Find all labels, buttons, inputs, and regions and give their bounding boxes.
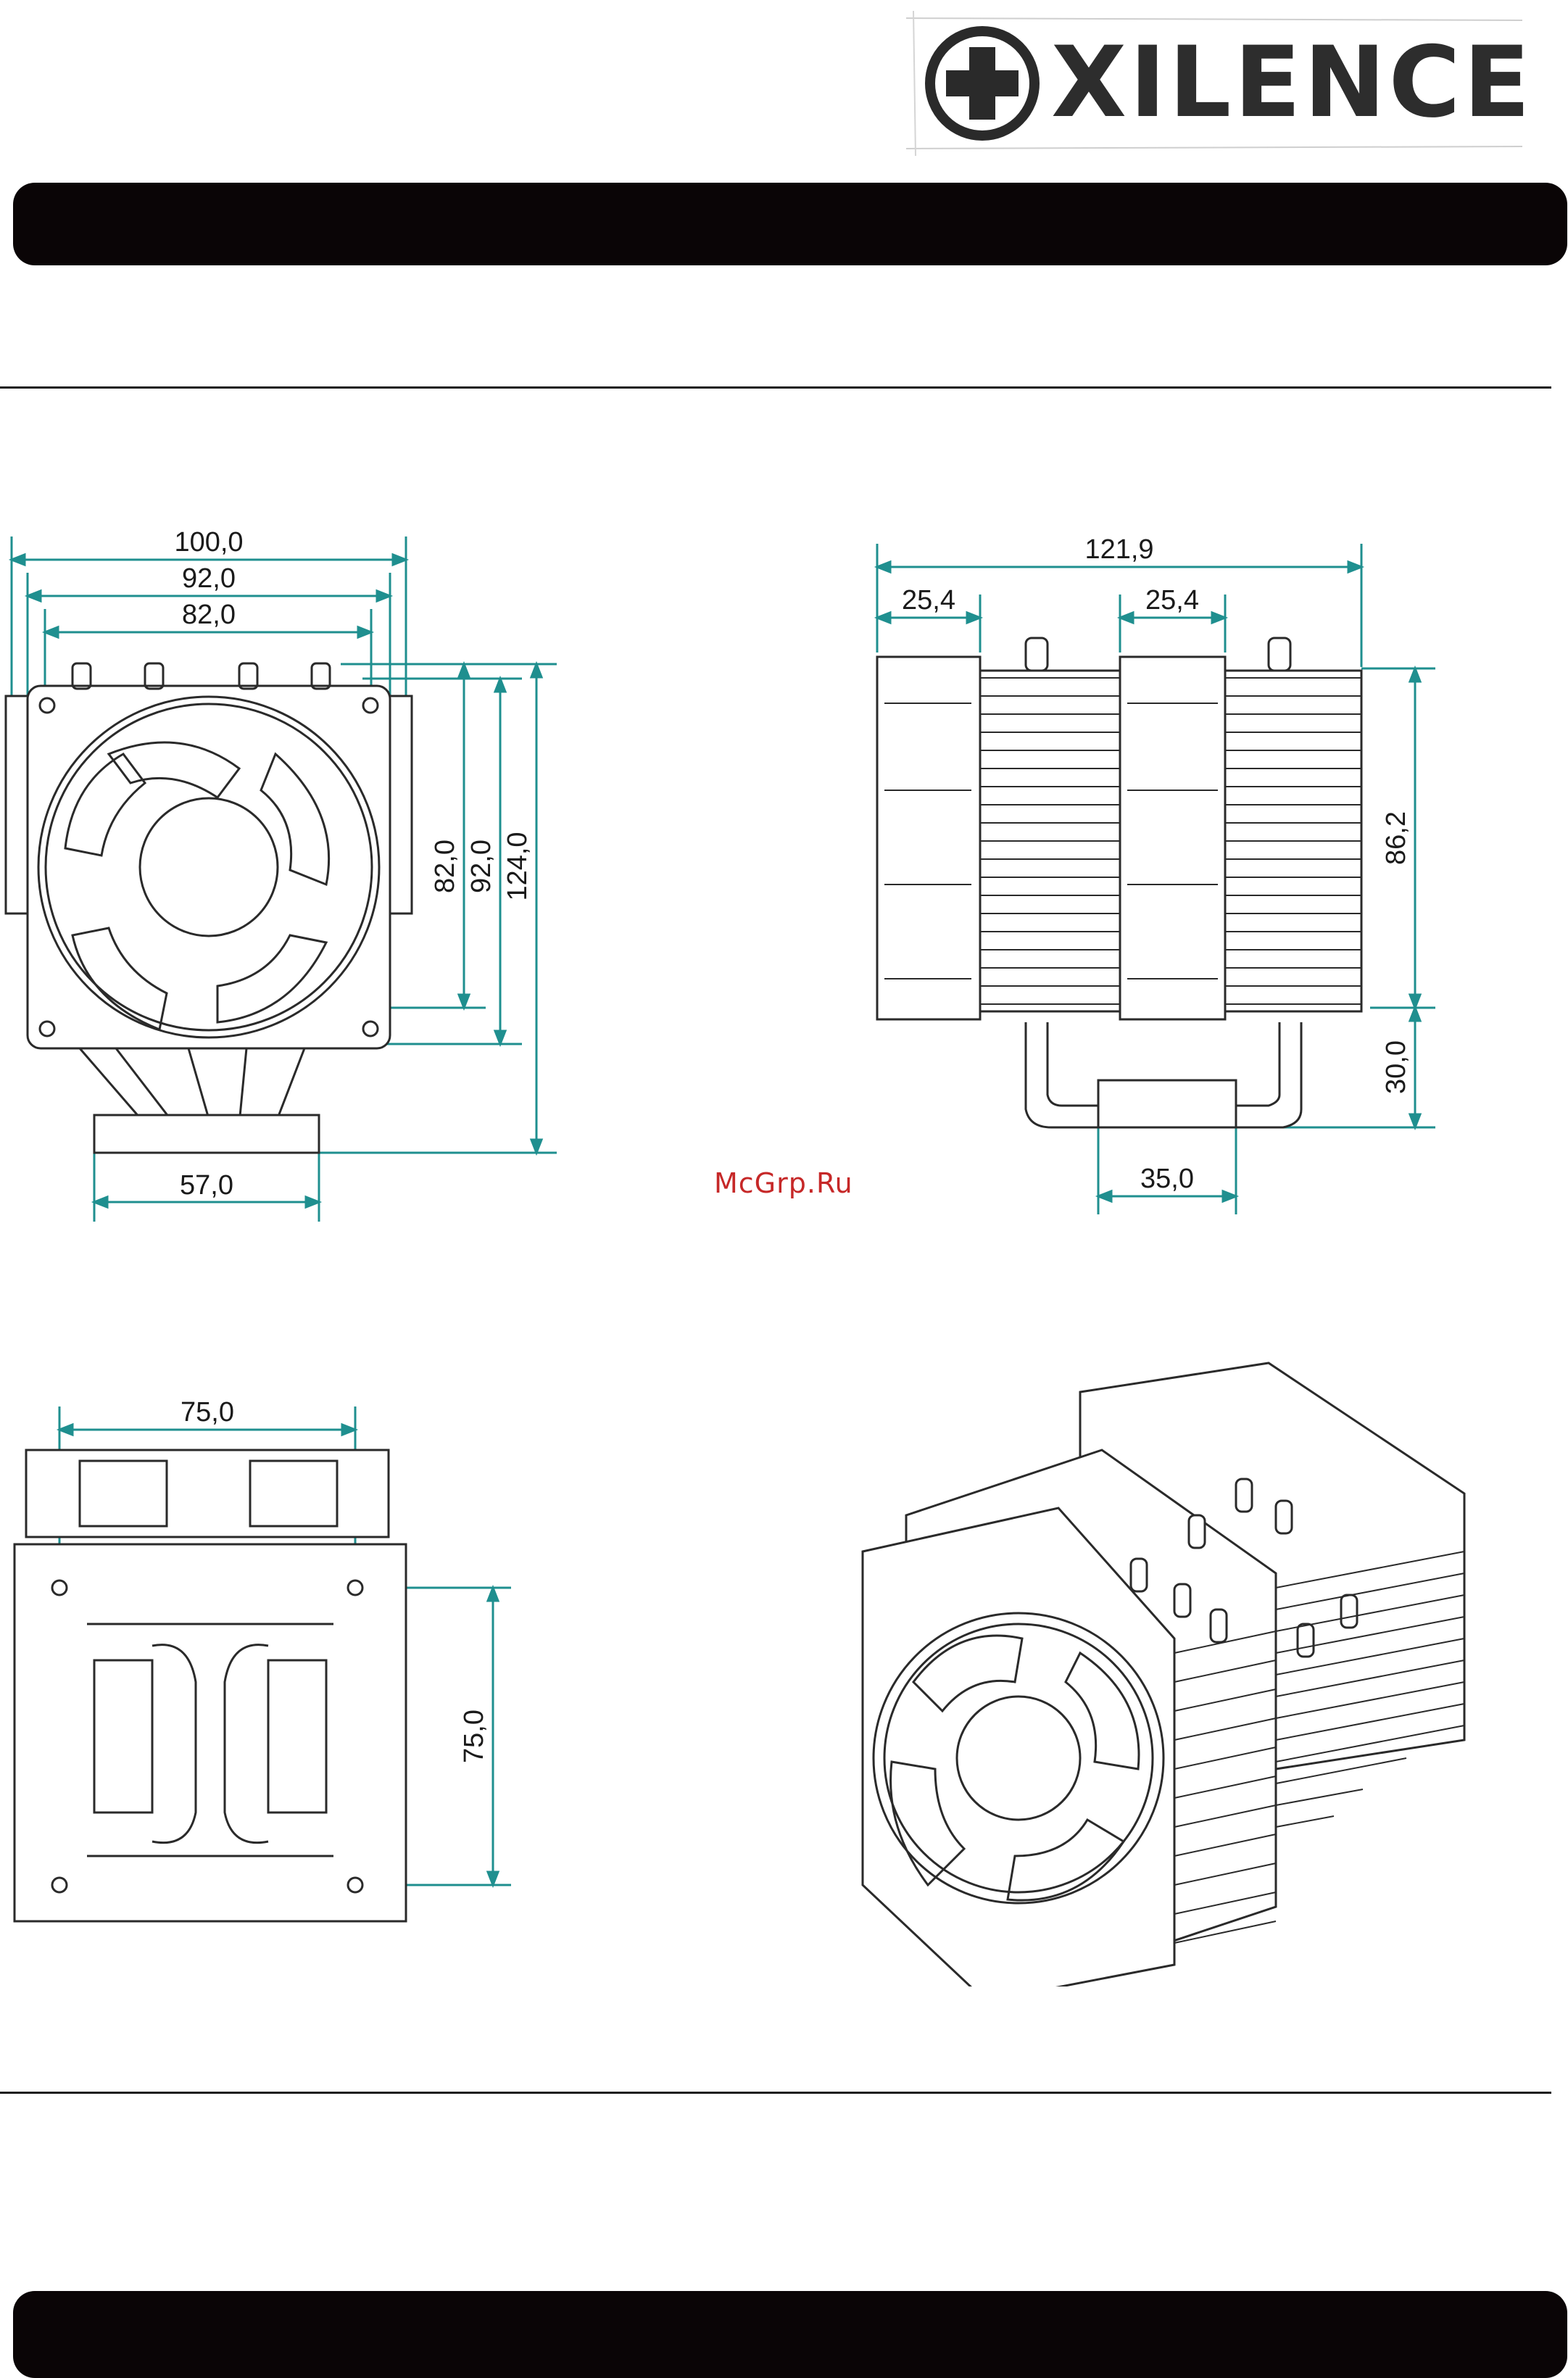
front-dim-92: 92,0 — [182, 563, 236, 594]
isometric-view-drawing — [841, 1334, 1493, 1990]
bottom-dim-75-vertical: 75,0 — [459, 1710, 489, 1763]
side-dim-86-2-vertical: 86,2 — [1381, 811, 1411, 865]
brand-logo: XILENCE — [903, 7, 1526, 160]
watermark-text: McGrp.Ru — [714, 1167, 853, 1199]
front-dim-82: 82,0 — [182, 600, 236, 630]
header-bar — [13, 183, 1567, 265]
front-dim-82-vertical: 82,0 — [430, 840, 460, 893]
front-dim-124-vertical: 124,0 — [502, 832, 533, 900]
front-cooler-outline — [6, 663, 412, 1153]
side-cooler-outline — [877, 638, 1361, 1127]
side-view-drawing: 121,9 25,4 25,4 35,0 86,2 30,0 — [863, 522, 1443, 1251]
side-dim-25-4-left: 25,4 — [902, 585, 955, 616]
front-dim-100: 100,0 — [174, 527, 243, 558]
front-dim-92-vertical: 92,0 — [466, 840, 497, 893]
bottom-cooler-outline — [14, 1450, 406, 1921]
bottom-view-drawing: 75,0 75,0 — [0, 1378, 551, 1976]
brand-wordmark: XILENCE — [1051, 25, 1526, 139]
side-dim-25-4-right: 25,4 — [1145, 585, 1199, 616]
isometric-cooler-outline — [863, 1363, 1464, 1986]
footer-bar — [13, 2291, 1567, 2378]
divider-bottom — [0, 2092, 1551, 2094]
front-view-drawing: 100,0 92,0 82,0 57,0 82,0 92,0 124,0 — [0, 508, 580, 1236]
side-dim-30-vertical: 30,0 — [1381, 1040, 1411, 1094]
side-dim-35: 35,0 — [1140, 1164, 1194, 1194]
front-dim-57: 57,0 — [180, 1170, 233, 1201]
divider-top — [0, 386, 1551, 389]
side-dim-121-9: 121,9 — [1084, 534, 1153, 565]
bottom-dim-75: 75,0 — [181, 1397, 234, 1428]
